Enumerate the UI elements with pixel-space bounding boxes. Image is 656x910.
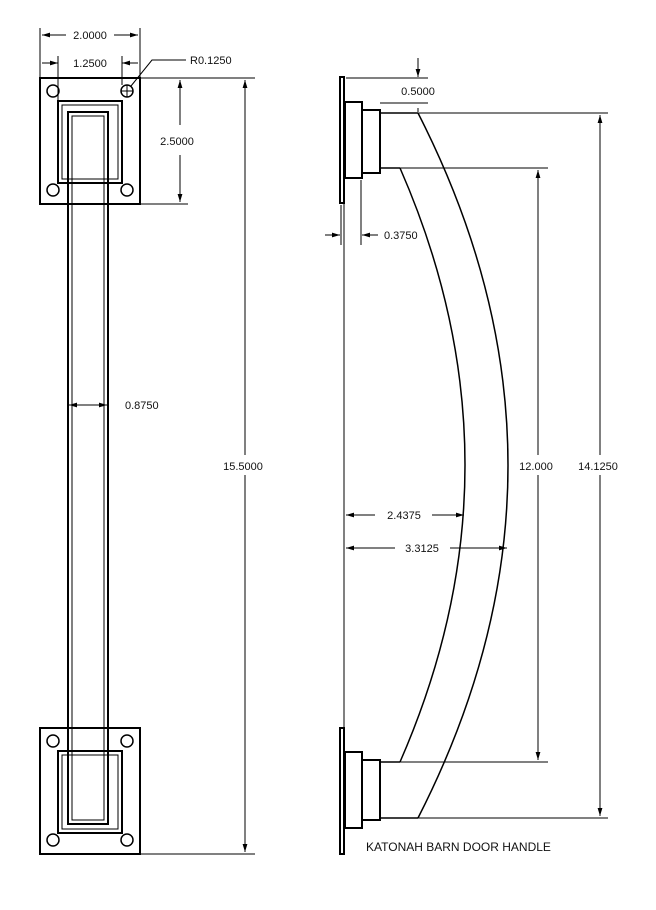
side-view: 12.000 14.1250 0.5000 0.3750 2.4375 3.31…	[325, 58, 618, 855]
mounting-hole-icon	[46, 833, 60, 847]
bottom-plate-profile	[339, 727, 345, 855]
mounting-hole-icon	[120, 833, 134, 847]
dim-inner-span: 12.000	[519, 461, 553, 473]
top-plate-profile	[339, 76, 345, 204]
mounting-hole-icon	[120, 734, 134, 748]
mounting-hole-icon	[46, 183, 60, 197]
dim-stub-offset: 0.5000	[401, 86, 435, 98]
mounting-hole-icon	[120, 183, 134, 197]
drawing-title: KATONAH BARN DOOR HANDLE	[366, 840, 551, 854]
dim-inner-depth: 2.4375	[387, 510, 421, 522]
dim-flange-thickness: 0.3750	[384, 230, 418, 242]
front-view: 2.0000 1.2500 R0.1250 2.5000 15.5000 0.8…	[39, 28, 263, 855]
handle-inner-curve	[399, 167, 466, 763]
dim-plate-width: 2.0000	[73, 30, 107, 42]
dim-overall-length: 15.5000	[223, 461, 263, 473]
mounting-hole-icon	[46, 84, 60, 98]
dim-hole-radius: R0.1250	[190, 55, 232, 67]
handle-outer-curve	[417, 112, 509, 819]
dim-bar-width: 0.8750	[125, 400, 159, 412]
dim-outer-span: 14.1250	[578, 461, 618, 473]
dim-hole-spacing: 1.2500	[73, 58, 107, 70]
bottom-mounting-plate	[39, 727, 141, 855]
dim-outer-depth: 3.3125	[405, 543, 439, 555]
mounting-hole-icon	[46, 734, 60, 748]
top-mounting-plate	[39, 77, 141, 205]
dim-plate-height: 2.5000	[160, 136, 194, 148]
handle-bar	[67, 111, 109, 825]
